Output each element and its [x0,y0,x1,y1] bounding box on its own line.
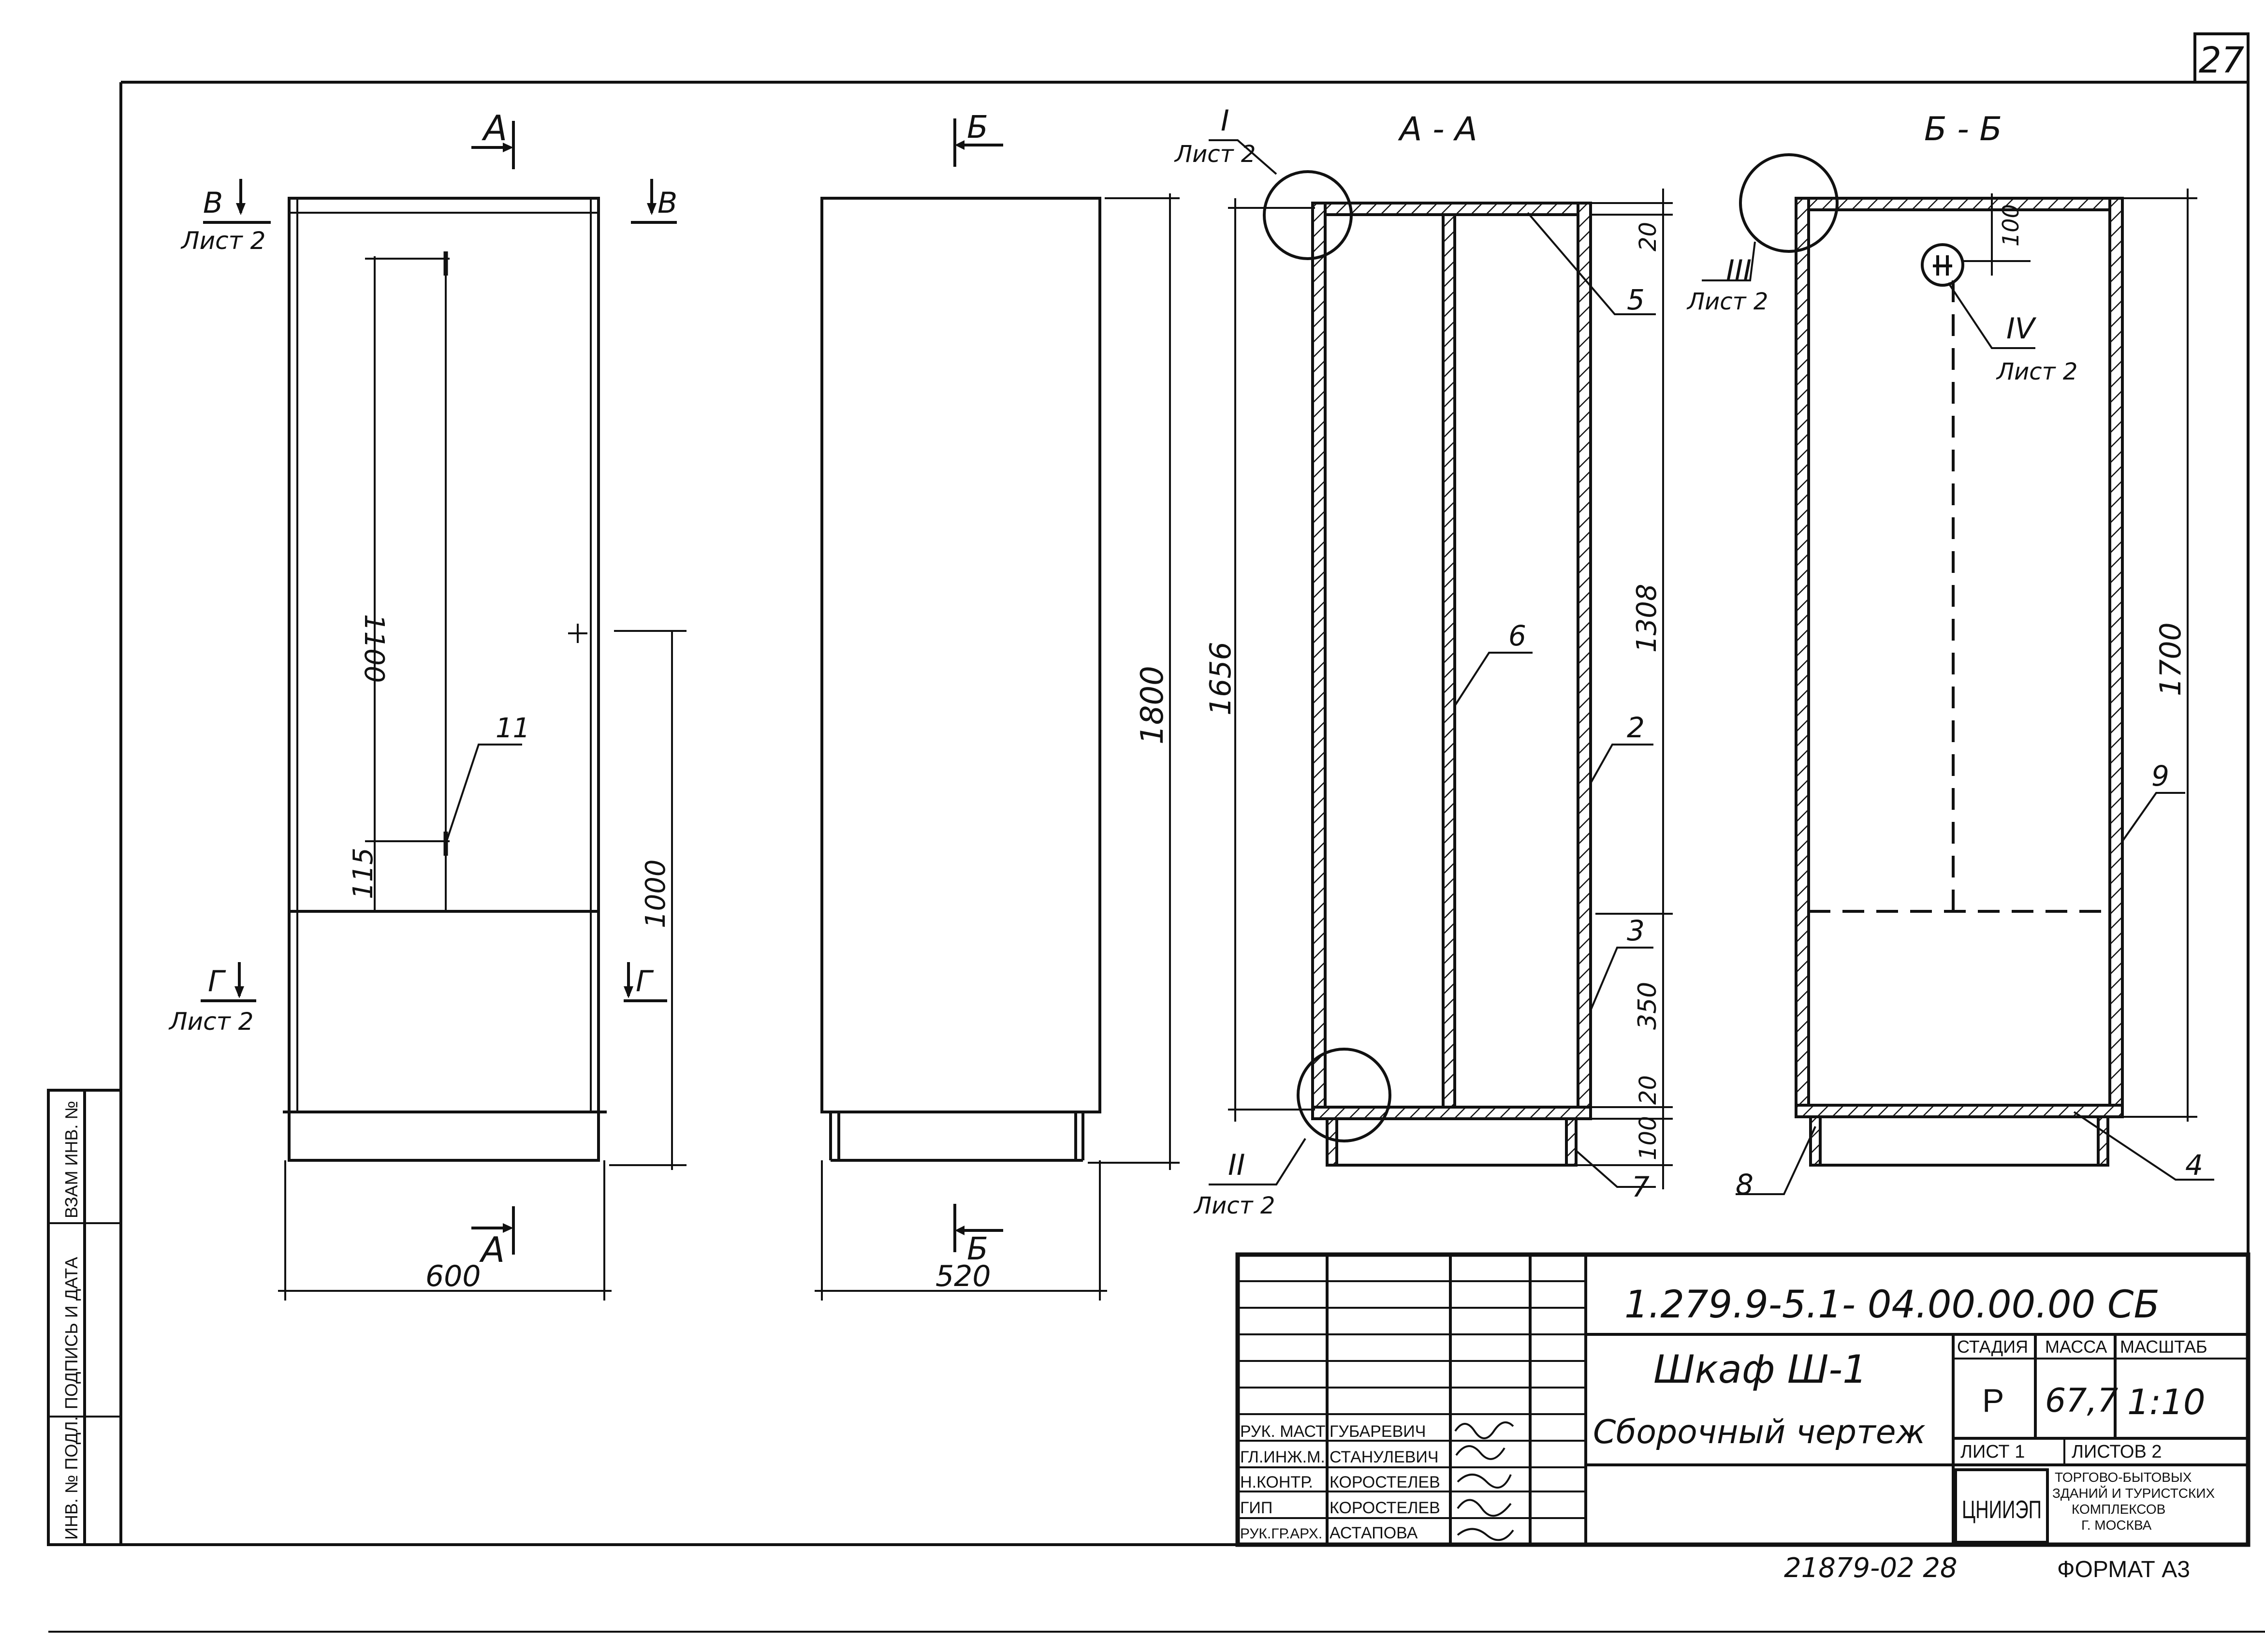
section-bb-callout-4: IV [2006,312,2037,346]
front-section-v-left: В [203,186,223,220]
scale-value: 1:10 [2127,1382,2206,1422]
section-aa-dim-100: 100 [1635,1116,1662,1160]
role-4: ГИП [1240,1499,1272,1517]
section-bb-callout-3: III [1726,254,1752,288]
role-5: РУК.ГР.АРХ. [1240,1526,1322,1542]
side-stamp-sign-date: ПОДПИСЬ И ДАТА [61,1257,81,1409]
name-4: КОРОСТЕЛЕВ [1330,1499,1440,1517]
section-aa-sheet-ref-2: Лист 2 [1193,1192,1275,1219]
section-bb [1702,153,2214,1195]
front-sheet-ref-g: Лист 2 [168,1008,253,1036]
role-3: Н.КОНТР. [1240,1473,1313,1491]
section-aa-pos-2: 2 [1627,711,1645,744]
front-section-g-right: Г [636,965,654,998]
section-aa-title: А - А [1398,110,1477,148]
front-pos-11: 11 [496,713,530,744]
side-dim-1800: 1800 [1135,666,1170,745]
role-2: ГЛ.ИНЖ.М. [1240,1448,1325,1466]
section-aa-pos-3: 3 [1627,914,1645,947]
section-bb-sheet-ref-3: Лист 2 [1686,288,1768,315]
org-line1: ТОРГОВО-БЫТОВЫХ [2055,1470,2192,1485]
name-5: АСТАПОВА [1330,1524,1418,1542]
format-label: ФОРМАТ А3 [2057,1557,2190,1582]
name-3: КОРОСТЕЛЕВ [1330,1473,1440,1491]
side-section-b-bottom: Б [967,1231,988,1267]
org-line3: КОМПЛЕКСОВ [2072,1502,2165,1517]
section-bb-title: Б - Б [1924,110,2002,148]
name-1: ГУБАРЕВИЧ [1330,1422,1426,1441]
page-number: 27 [2199,40,2244,81]
front-dim-1100: 1100 [358,614,390,683]
scale-header: МАСШТАБ [2120,1337,2207,1357]
section-aa-sheet-ref-1: Лист 2 [1174,141,1256,168]
section-bb-pos-9: 9 [2151,760,2169,792]
front-sheet-ref-v: Лист 2 [180,227,265,255]
section-aa-pos-7: 7 [1632,1170,1650,1203]
section-aa [1209,139,1673,1189]
title-block [1235,1252,2250,1547]
section-bb-pos-4: 4 [2185,1149,2203,1182]
section-aa-dim-1656: 1656 [1204,642,1238,716]
front-dim-115: 115 [348,848,379,899]
stage-header: СТАДИЯ [1957,1337,2028,1357]
section-aa-dim-350: 350 [1633,982,1662,1030]
section-bb-dim-100: 100 [1998,204,2024,247]
section-aa-pos-5: 5 [1627,283,1645,316]
section-bb-pos-8: 8 [1736,1168,1754,1201]
side-dim-520: 520 [935,1259,991,1293]
front-section-a-bottom: А [479,1229,505,1270]
front-dim-600: 600 [425,1259,481,1293]
sheets-label: ЛИСТОВ 2 [2072,1442,2162,1462]
front-view [201,121,687,1301]
section-aa-pos-6: 6 [1508,619,1526,652]
front-section-g-left: Г [208,965,226,998]
stage-value: Р [1982,1382,2004,1419]
side-view [815,118,1180,1301]
front-section-a-top: А [482,108,507,148]
section-bb-dim-1700: 1700 [2154,622,2188,696]
role-1: РУК. МАСТ [1240,1422,1326,1441]
doc-code: 1.279.9-5.1- 04.00.00.00 СБ [1624,1283,2160,1327]
section-aa-dim-1308: 1308 [1631,584,1663,653]
sheet-label: ЛИСТ 1 [1960,1442,2025,1462]
section-aa-callout-2: II [1228,1148,1245,1182]
org-line2: ЗДАНИЙ И ТУРИСТСКИХ [2052,1486,2215,1501]
section-bb-sheet-ref-4: Лист 2 [1996,358,2077,385]
section-aa-dim-20-top: 20 [1635,222,1662,251]
side-stamp-inv-repl: ВЗАМ ИНВ. № [61,1101,81,1218]
org-logo: ЦНИИЭП [1962,1496,2042,1524]
front-dim-1000: 1000 [640,859,672,928]
mass-header: МАССА [2045,1337,2107,1357]
front-section-v-right: В [658,186,677,220]
sheet-frame [48,32,2265,1633]
section-aa-callout-1: I [1221,104,1229,138]
org-line4: Г. МОСКВА [2081,1518,2152,1533]
side-section-b-top: Б [967,110,988,146]
name-2: СТАНУЛЕВИЧ [1330,1448,1439,1466]
section-aa-dim-20-bottom: 20 [1635,1075,1662,1105]
inventory-number: 21879-02 28 [1784,1552,1958,1584]
side-stamp [47,1089,122,1546]
title-line1: Шкаф Ш-1 [1653,1347,1867,1392]
side-stamp-inv-orig: ИНВ. № ПОДЛ. [61,1416,81,1540]
mass-value: 67,7 [2045,1382,2118,1420]
title-line2: Сборочный чертеж [1593,1413,1926,1451]
